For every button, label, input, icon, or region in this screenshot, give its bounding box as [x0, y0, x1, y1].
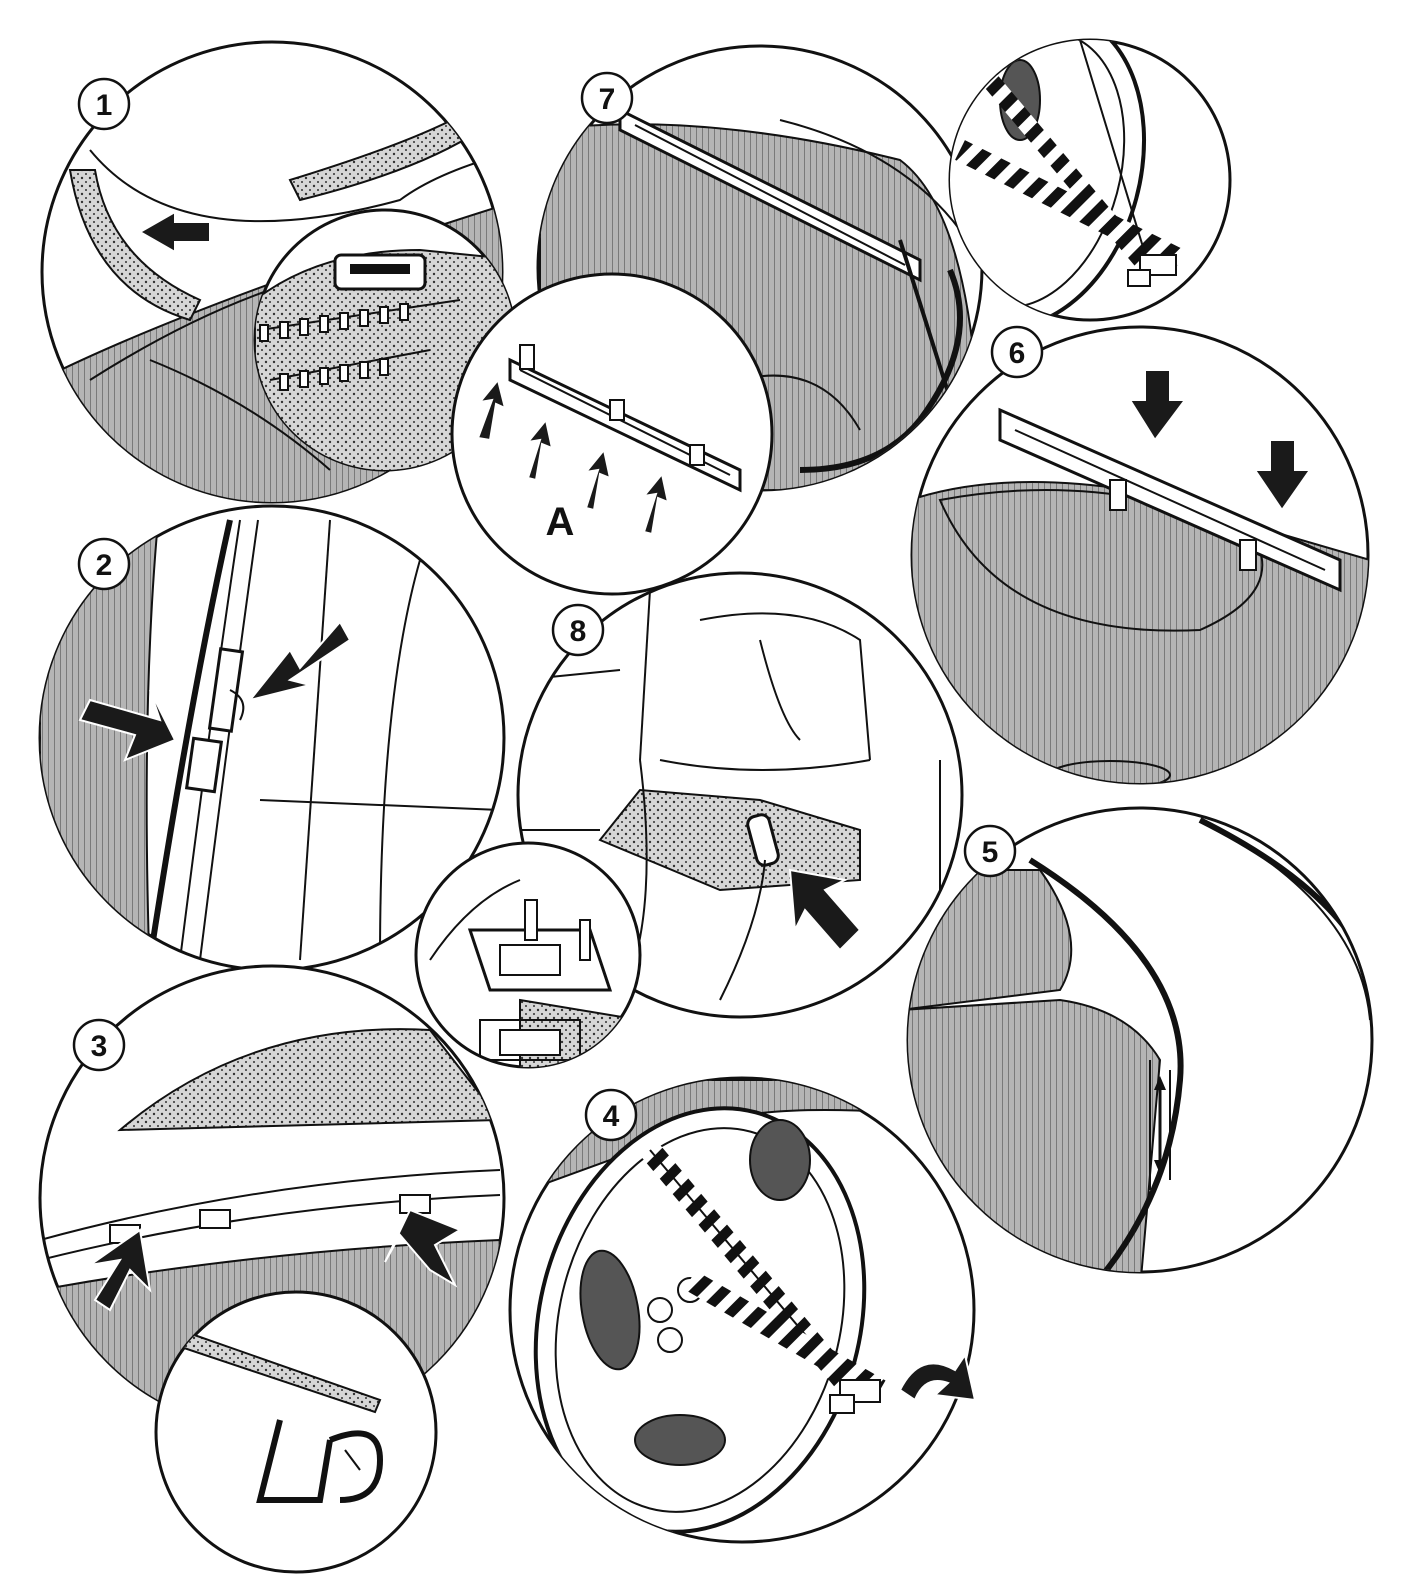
step-number-1: 1 — [96, 89, 113, 122]
slide-arrow — [137, 210, 211, 254]
step-number-8: 8 — [570, 615, 587, 648]
callout-a-detail: A — [450, 272, 774, 596]
press-down-arrow-right — [1253, 439, 1312, 512]
panel-3-inset — [154, 1290, 438, 1574]
callout-label-a: A — [546, 500, 575, 544]
step-number-7: 7 — [599, 83, 616, 116]
panel-8-inset — [414, 841, 642, 1069]
panel-4: 4 — [508, 1076, 977, 1544]
lift-arrow-3 — [583, 447, 612, 512]
step-badge-5: 5 — [963, 824, 1017, 878]
press-down-arrow-left — [1128, 369, 1187, 442]
press-arrow-left — [78, 689, 177, 762]
panel-1: 1 — [40, 40, 517, 504]
step-badge-3: 3 — [72, 1018, 126, 1072]
step-badge-7: 7 — [580, 71, 634, 125]
step-badge-8: 8 — [551, 603, 605, 657]
panel-6: 6 — [910, 325, 1370, 785]
lift-arrow-2 — [525, 417, 554, 482]
step-number-5: 5 — [982, 836, 999, 869]
plug-arrow — [788, 868, 862, 952]
push-arrow-left — [89, 1228, 152, 1312]
step-badge-1: 1 — [77, 77, 131, 131]
rotate-arrow — [898, 1352, 977, 1402]
lift-arrow-1 — [476, 377, 507, 442]
panel-3: 3 — [38, 964, 506, 1574]
step-number-4: 4 — [603, 1100, 620, 1133]
panel-7-wheel-inset — [948, 38, 1232, 322]
step-badge-4: 4 — [584, 1088, 638, 1142]
lift-arrow-4 — [641, 471, 670, 536]
step-number-6: 6 — [1009, 337, 1026, 370]
step-badge-6: 6 — [990, 325, 1044, 379]
step-number-3: 3 — [91, 1030, 108, 1063]
step-badge-2: 2 — [77, 537, 131, 591]
panel-5: 5 — [906, 806, 1374, 1274]
step-number-2: 2 — [96, 549, 113, 582]
push-arrow-right — [384, 1208, 463, 1288]
press-arrow-right — [247, 620, 352, 702]
